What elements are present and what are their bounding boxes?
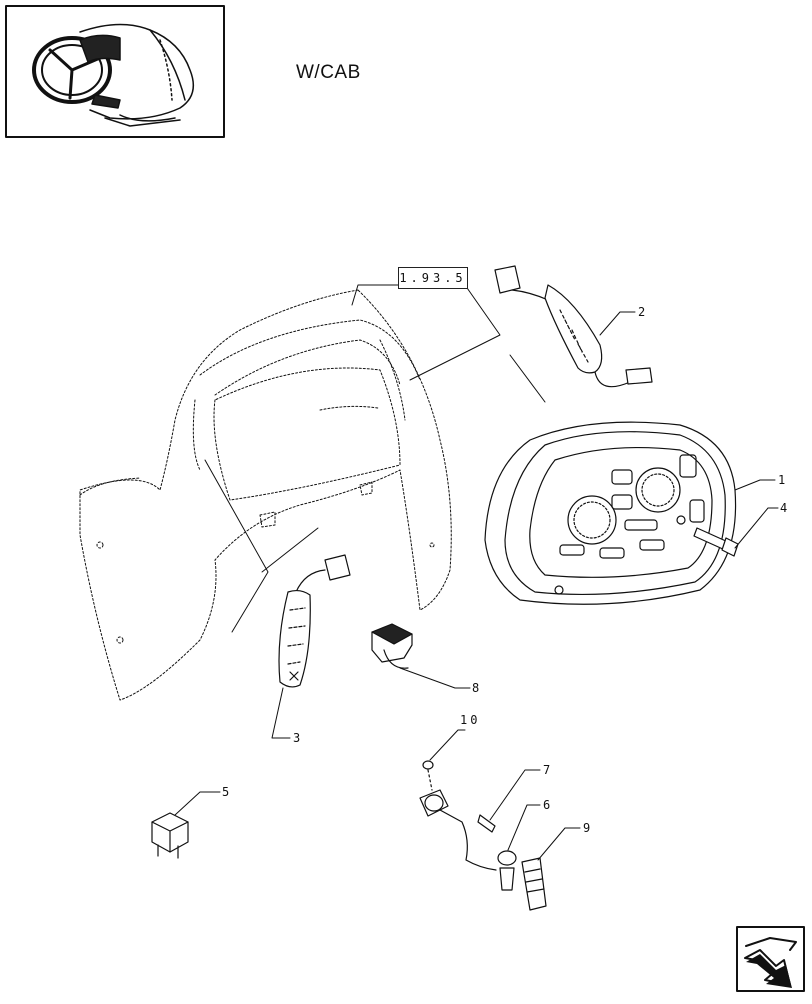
switch-panel-left — [278, 554, 351, 688]
callout-8: 8 — [472, 681, 479, 695]
callout-3: 3 — [293, 731, 300, 745]
callout-2: 2 — [638, 305, 645, 319]
instrument-cluster — [484, 421, 737, 605]
mounting-clip — [371, 623, 413, 669]
page-title: W/CAB — [296, 62, 361, 83]
cluster-screw — [693, 527, 739, 557]
reference-leaders — [204, 284, 546, 633]
next-page-arrow-icon[interactable] — [736, 926, 805, 992]
callout-4: 4 — [780, 501, 787, 515]
switch-panel-right — [494, 265, 653, 388]
socket-assembly — [419, 760, 547, 911]
relay — [151, 812, 189, 859]
callout-10: 10 — [460, 713, 480, 727]
callout-leaders — [174, 311, 779, 861]
callout-5: 5 — [222, 785, 229, 799]
thumbnail — [5, 5, 225, 138]
callout-1: 1 — [778, 473, 785, 487]
steering-wheel-dashboard-icon — [32, 23, 195, 127]
dashboard-cowl — [79, 289, 452, 701]
callout-9: 9 — [583, 821, 590, 835]
callout-labels: 1 2 3 4 5 6 7 8 9 10 — [222, 305, 787, 835]
callout-7: 7 — [543, 763, 550, 777]
reference-box: 1.93.5 — [398, 267, 468, 289]
callout-6: 6 — [543, 798, 550, 812]
